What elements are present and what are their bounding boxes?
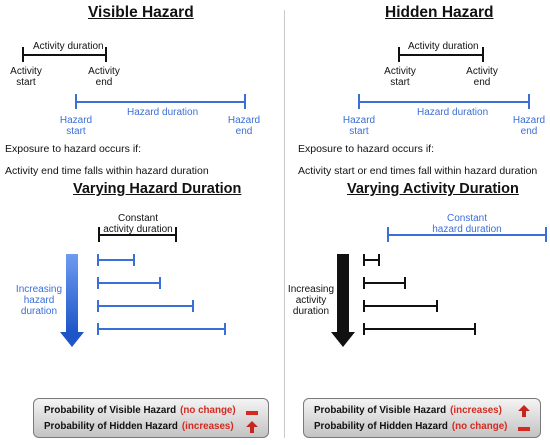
left-legend-row-hidden: Probability of Hidden Hazard(increases): [44, 419, 258, 435]
right-legend-row-hidden: Probability of Hidden Hazard(no change): [314, 419, 530, 435]
right-hazard-end-label: Hazard end: [512, 115, 546, 137]
right-activity-end-tick: [482, 47, 484, 62]
left-activity-end-tick: [105, 47, 107, 62]
left-constant-label: Constant activity duration: [103, 213, 173, 235]
right-hazard-bar: [358, 101, 529, 103]
left-hazard-end-label: Hazard end: [227, 115, 261, 137]
right-title: Hidden Hazard: [385, 4, 494, 21]
left-hazard-start-tick: [75, 94, 77, 109]
right-hazard-duration-label: Hazard duration: [417, 107, 489, 118]
right-activity-start-label: Activity start: [384, 66, 416, 88]
left-exposure-line: Exposure to hazard occurs if:: [5, 143, 141, 155]
up-arrow-icon: [518, 405, 530, 423]
dash-icon: [246, 405, 258, 421]
right-activity-bar: [398, 54, 483, 56]
right-constant-hazard-start-tick: [387, 227, 389, 242]
right-hazard-end-tick: [528, 94, 530, 109]
right-legend-row-visible: Probability of Visible Hazard(increases): [314, 403, 530, 419]
right-constant-hazard-bar: [387, 234, 546, 236]
left-constant-activity-end-tick: [175, 227, 177, 242]
left-activity-end-label: Activity end: [88, 66, 120, 88]
left-title: Visible Hazard: [88, 4, 194, 21]
left-increasing-label: Increasing hazard duration: [15, 284, 63, 317]
right-activity-duration-label: Activity duration: [408, 41, 479, 52]
left-constant-activity-bar: [98, 234, 176, 236]
dash-icon: [518, 421, 530, 437]
right-activity-end-label: Activity end: [466, 66, 498, 88]
up-arrow-icon: [246, 421, 258, 439]
left-constant-activity-start-tick: [98, 227, 100, 242]
right-constant-hazard-end-tick: [545, 227, 547, 242]
left-legend-row-visible: Probability of Visible Hazard(no change): [44, 403, 258, 419]
right-subtitle: Varying Activity Duration: [347, 181, 519, 197]
right-condition-line: Activity start or end times fall within …: [298, 165, 538, 177]
left-activity-start-label: Activity start: [10, 66, 42, 88]
right-varying-activity-bars: [363, 254, 476, 335]
left-hazard-end-tick: [244, 94, 246, 109]
left-activity-bar: [22, 54, 106, 56]
right-hazard-start-label: Hazard start: [342, 115, 376, 137]
right-hazard-start-tick: [358, 94, 360, 109]
right-exposure-line: Exposure to hazard occurs if:: [298, 143, 434, 155]
left-varying-hazard-bars: [97, 254, 226, 335]
right-increasing-arrow-icon: [331, 254, 355, 347]
left-condition-line: Activity end time falls within hazard du…: [5, 165, 209, 177]
center-divider: [284, 10, 285, 438]
left-legend-box: Probability of Visible Hazard(no change)…: [33, 398, 269, 438]
left-hazard-bar: [75, 101, 245, 103]
left-hazard-start-label: Hazard start: [59, 115, 93, 137]
left-hazard-duration-label: Hazard duration: [127, 107, 199, 118]
right-activity-start-tick: [398, 47, 400, 62]
left-increasing-arrow-icon: [60, 254, 84, 347]
right-increasing-label: Increasing activity duration: [287, 284, 335, 317]
left-activity-duration-label: Activity duration: [33, 41, 104, 52]
right-constant-label: Constant hazard duration: [432, 213, 502, 235]
left-activity-start-tick: [22, 47, 24, 62]
right-legend-box: Probability of Visible Hazard(increases)…: [303, 398, 541, 438]
left-subtitle: Varying Hazard Duration: [73, 181, 242, 197]
